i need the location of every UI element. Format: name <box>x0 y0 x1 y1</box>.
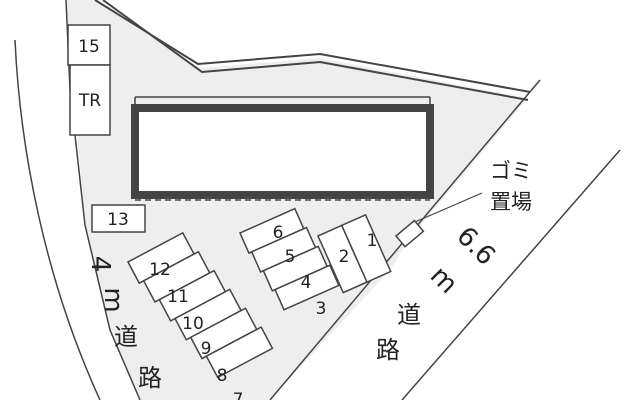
space-label-13: 13 <box>107 210 129 230</box>
left-column-spaces <box>126 231 274 379</box>
space-label-6: 6 <box>273 223 284 243</box>
building-icon <box>131 96 434 201</box>
road-left-kanji-1: 道 <box>114 323 138 351</box>
center-right-column <box>317 213 392 294</box>
road-left-unit: m <box>98 287 128 312</box>
parking-space-7 <box>205 326 274 379</box>
road-left-curb <box>14 39 101 400</box>
space-label-2: 2 <box>339 247 350 267</box>
space-label-3: 3 <box>316 299 327 319</box>
space-label-1: 1 <box>367 231 378 251</box>
garbage-area-leader-line <box>414 192 483 223</box>
space-label-11: 11 <box>167 287 189 307</box>
space-label-4: 4 <box>301 273 312 293</box>
parking-space-13 <box>91 204 146 233</box>
garbage-area-label-line2: 置場 <box>490 190 532 214</box>
center-left-column <box>239 207 340 311</box>
garbage-area-icon <box>394 219 425 248</box>
north-boundary-inner <box>102 0 529 101</box>
parking-space-3 <box>274 264 340 311</box>
road-left-width: 4 <box>85 256 115 273</box>
space-label-7: 7 <box>233 390 244 400</box>
road-left-kanji-2: 路 <box>138 364 162 392</box>
space-label-15: 15 <box>78 37 100 57</box>
road-right-width: 6.6 <box>450 221 500 271</box>
garbage-area-label-line1: ゴミ <box>490 159 532 183</box>
road-right-kanji-1: 道 <box>397 301 421 329</box>
parking-space-tr <box>69 64 111 136</box>
parking-space-1 <box>340 213 392 284</box>
space-label-9: 9 <box>201 339 212 359</box>
road-right-unit: m <box>424 261 463 300</box>
road-right-edge-outer <box>401 149 621 400</box>
space-label-tr: TR <box>78 91 101 111</box>
road-right-kanji-2: 路 <box>376 336 400 364</box>
space-label-5: 5 <box>285 247 296 267</box>
space-label-10: 10 <box>182 314 204 334</box>
space-label-8: 8 <box>217 366 228 386</box>
parking-space-15 <box>67 24 111 66</box>
road-left-label: 4 m 道 路 <box>85 256 162 392</box>
space-label-12: 12 <box>149 260 171 280</box>
